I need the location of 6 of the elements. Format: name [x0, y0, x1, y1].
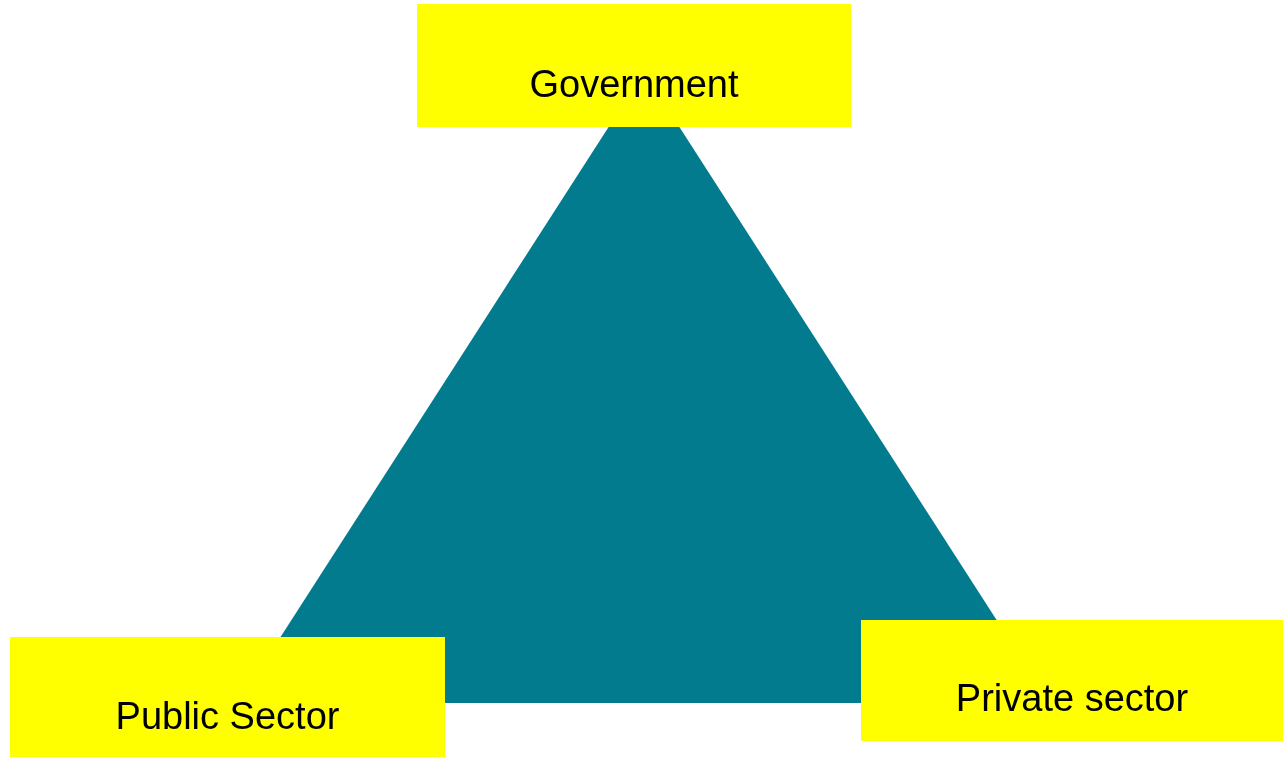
box-label: Private sector [955, 677, 1189, 720]
box-label: Public Sector [115, 694, 340, 738]
label-box [10, 637, 445, 757]
label-box [861, 620, 1283, 741]
label-box [417, 4, 851, 127]
box-label: Government [529, 63, 739, 106]
